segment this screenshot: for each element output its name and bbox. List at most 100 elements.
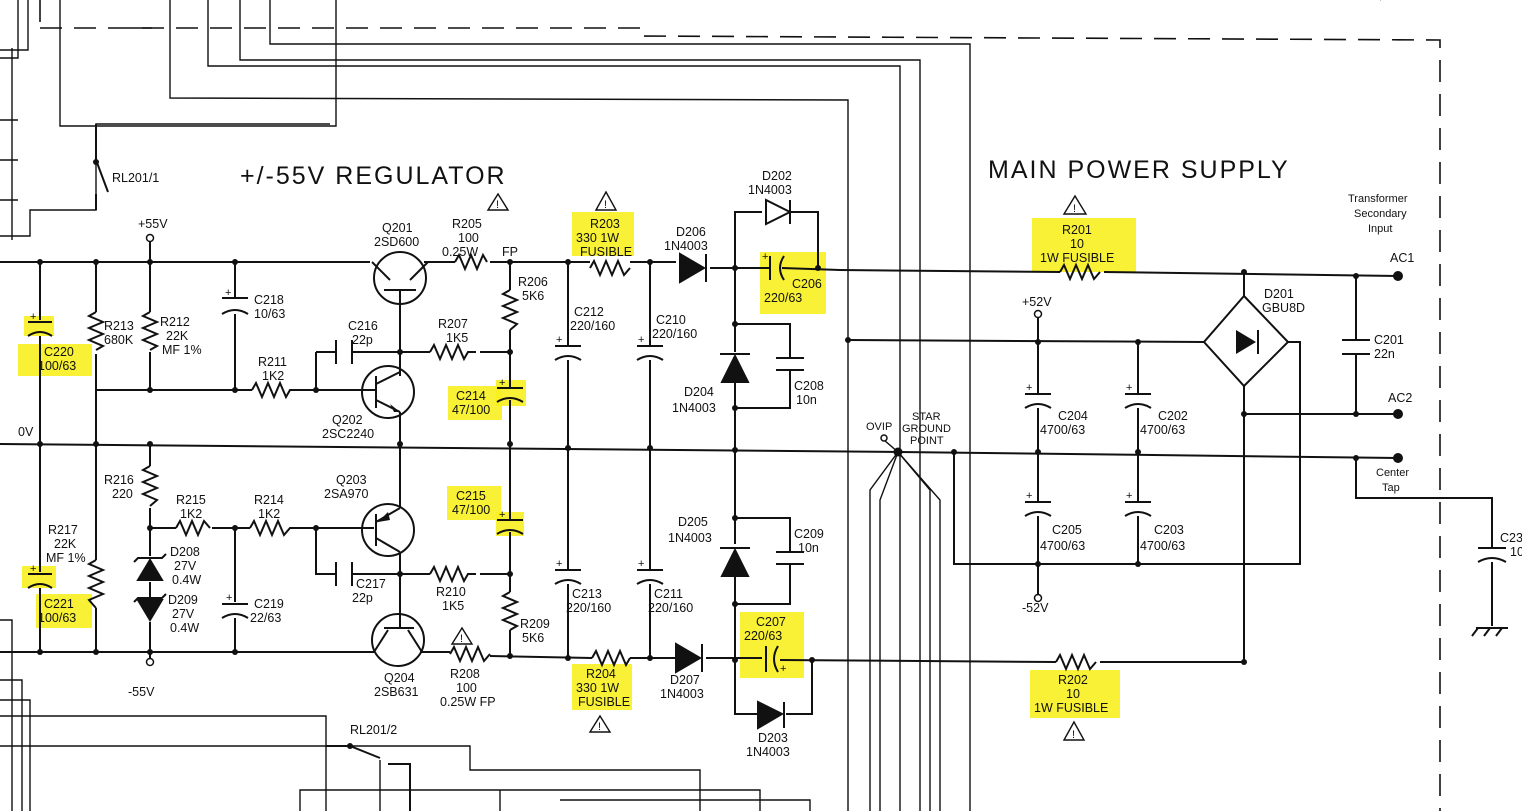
c205-symbol: + (1024, 490, 1052, 517)
c210-value: 220/160 (652, 327, 697, 341)
r216-symbol (140, 465, 160, 507)
c206-value: 220/63 (764, 291, 802, 305)
q203-symbol (361, 503, 415, 557)
c213-value: 220/160 (566, 601, 611, 615)
c212-symbol: + (554, 334, 582, 361)
warning-r208-icon (450, 626, 474, 645)
transformer-label-2: Secondary (1354, 208, 1407, 220)
r201-fusible: 1W FUSIBLE (1040, 251, 1114, 265)
d208-symbol (133, 553, 167, 581)
d203-symbol (757, 700, 785, 730)
r215-value: 1K2 (180, 507, 202, 521)
highlights (18, 212, 1136, 718)
d209-volt: 27V (172, 607, 195, 621)
r208-value: 100 (456, 681, 477, 695)
r203-fusible: FUSIBLE (580, 245, 632, 259)
c205-value: 4700/63 (1040, 539, 1085, 553)
q204-symbol (371, 613, 425, 667)
c221-symbol: + (27, 563, 53, 589)
q203-ref: Q203 (336, 473, 367, 487)
svg-text:!: ! (598, 721, 601, 733)
r203-value: 330 1W (576, 231, 619, 245)
c202-value: 4700/63 (1140, 423, 1185, 437)
highlight-c214 (448, 386, 502, 420)
d208-power: 0.4W (172, 573, 201, 587)
relay-rl1-label: RL201/1 (112, 171, 159, 185)
q204-part: 2SB631 (374, 685, 419, 699)
right-section-wires (847, 272, 1508, 811)
r210-ref: R210 (436, 585, 466, 599)
warning-r203-icon (594, 190, 618, 211)
r204-ref: R204 (586, 667, 616, 681)
ac2-terminal (1393, 409, 1403, 419)
c220-value: 100/63 (38, 359, 76, 373)
d209-power: 0.4W (170, 621, 199, 635)
r212-ref: R212 (160, 315, 190, 329)
c215-value: 47/100 (452, 503, 490, 517)
c23x-symbol (1477, 547, 1507, 563)
r214-symbol (249, 518, 296, 538)
junction-dots (37, 259, 1359, 665)
main-supply-title: MAIN POWER SUPPLY (988, 156, 1290, 184)
d207-part: 1N4003 (660, 687, 704, 701)
svg-text:!: ! (1072, 729, 1075, 741)
warning-r205-icon (486, 192, 510, 211)
net-p52: +52V (1022, 295, 1052, 309)
r209-symbol (500, 591, 520, 631)
r217-value: 22K (54, 537, 77, 551)
c201-ref: C201 (1374, 333, 1404, 347)
c210-ref: C210 (656, 313, 686, 327)
highlight-c220-label (18, 344, 92, 376)
transformer-label-1: Transformer (1348, 193, 1408, 205)
r205-power: 0.25W (442, 245, 478, 259)
net-p55: +55V (138, 217, 168, 231)
p55-terminal (145, 233, 155, 243)
c207-ref: C207 (756, 615, 786, 629)
r216-value: 220 (112, 487, 133, 501)
r209-ref: R209 (520, 617, 550, 631)
center-tap-terminal (1393, 453, 1403, 463)
net-n52: -52V (1022, 601, 1049, 615)
r206-ref: R206 (518, 275, 548, 289)
highlight-c221-symbol (22, 566, 56, 588)
r207-value: 1K5 (446, 331, 468, 345)
net-0v: 0V (18, 425, 34, 439)
r205-value: 100 (458, 231, 479, 245)
r206-value: 5K6 (522, 289, 544, 303)
r201-value: 10 (1070, 237, 1084, 251)
c221-value: 100/63 (38, 611, 76, 625)
c217-value: 22p (352, 591, 373, 605)
r217-symbol (86, 559, 106, 609)
r202-symbol (1055, 652, 1097, 672)
q202-part: 2SC2240 (322, 427, 374, 441)
d209-ref: D209 (168, 593, 198, 607)
c219-ref: C219 (254, 597, 284, 611)
d201-part: GBU8D (1262, 301, 1305, 315)
c216-ref: C216 (348, 319, 378, 333)
c215-symbol: + (496, 509, 524, 535)
warning-r201-icon (1062, 194, 1088, 215)
r217-tol: MF 1% (46, 551, 86, 565)
c209-value: 10n (798, 541, 819, 555)
r202-fusible: 1W FUSIBLE (1034, 701, 1108, 715)
r216-ref: R216 (104, 473, 134, 487)
relay-contact-1 (95, 124, 109, 193)
highlight-r204 (572, 664, 632, 710)
c212-value: 220/160 (570, 319, 615, 333)
r215-symbol (175, 518, 211, 538)
c216-value: 22p (352, 333, 373, 347)
d206-symbol (679, 252, 707, 284)
net-ac1: AC1 (1390, 251, 1414, 265)
r207-ref: R207 (438, 317, 468, 331)
svg-text:+: + (1026, 490, 1032, 502)
c23x-ref: C23 (1500, 531, 1522, 545)
d205-symbol (720, 547, 750, 577)
relay-contacts (93, 124, 411, 811)
r217-ref: R217 (48, 523, 78, 537)
c209-ref: C209 (794, 527, 824, 541)
svg-text:!: ! (1073, 203, 1076, 215)
c220-symbol: + (27, 311, 53, 337)
d201-ref: D201 (1264, 287, 1294, 301)
d205-ref: D205 (678, 515, 708, 529)
capacitor-symbols: + + + + + + + + + + + + + + + + (27, 251, 1507, 675)
